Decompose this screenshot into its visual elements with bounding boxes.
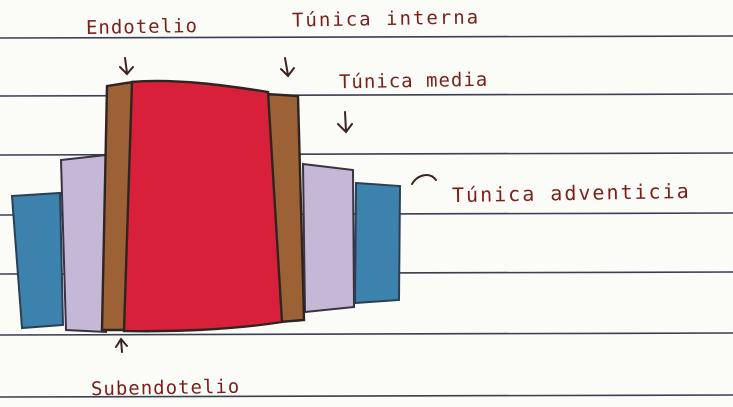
label-tunica-interna: Túnica interna bbox=[292, 6, 481, 31]
arrow-tunica-media bbox=[338, 112, 352, 132]
label-tunica-media: Túnica media bbox=[339, 69, 489, 94]
adventitia-layer-left bbox=[12, 193, 63, 328]
label-endotelio: Endotelio bbox=[86, 15, 198, 39]
media-layer-left bbox=[61, 155, 106, 332]
adventitia-layer-right bbox=[355, 183, 400, 303]
label-tunica-adventicia: Túnica adventicia bbox=[452, 179, 691, 207]
arrow-tunica-adventicia bbox=[412, 175, 436, 184]
endothelium-lumen bbox=[124, 81, 282, 331]
arrow-endotelio bbox=[120, 58, 133, 74]
ruled-line bbox=[0, 333, 733, 335]
arrow-tunica-interna bbox=[281, 58, 294, 76]
label-subendotelio: Subendotelio bbox=[91, 376, 241, 401]
media-layer-right bbox=[303, 164, 354, 312]
arrow-subendotelio bbox=[116, 339, 127, 352]
